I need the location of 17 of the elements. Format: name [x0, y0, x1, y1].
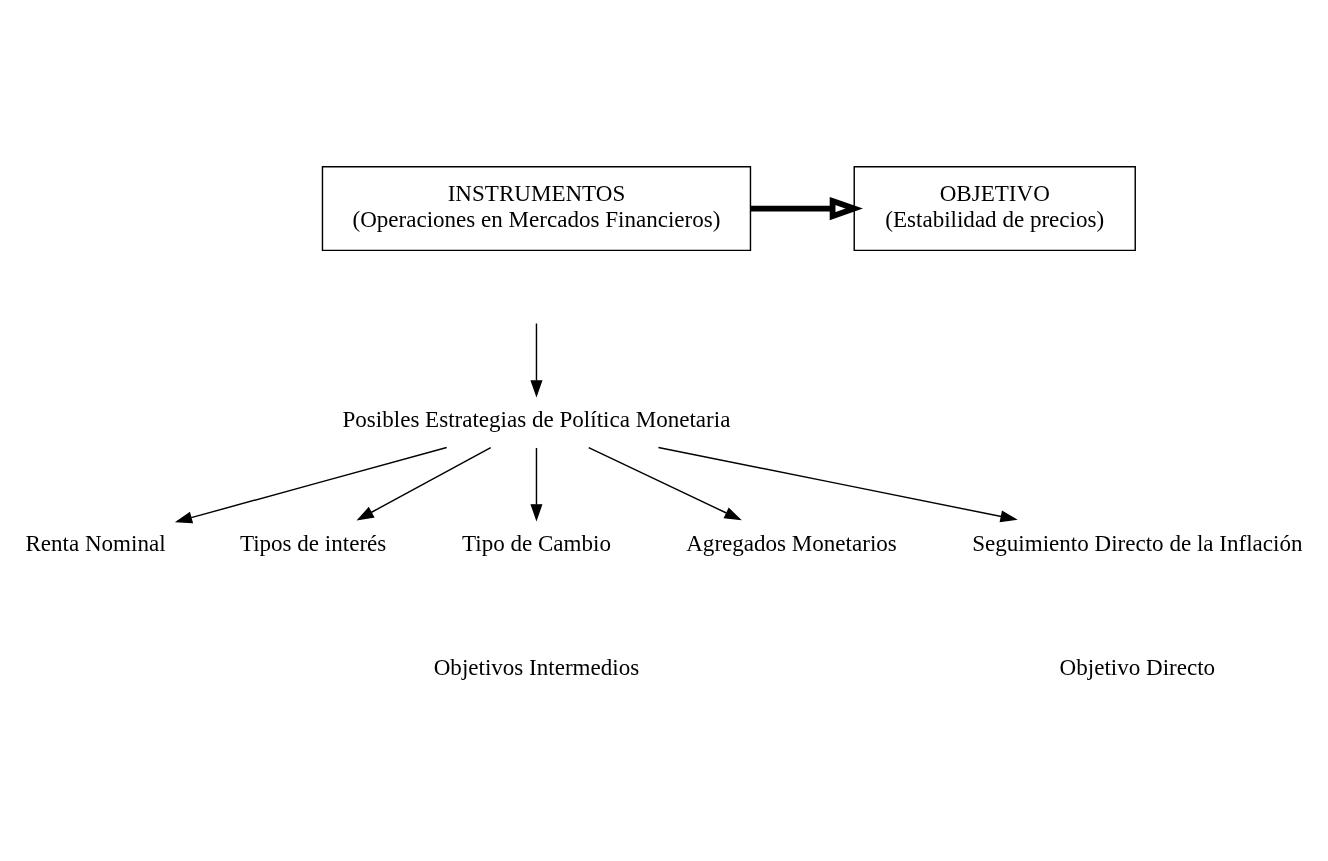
arrow	[750, 196, 863, 220]
node-text: Tipos de interés	[239, 529, 387, 556]
node-text: Renta Nominal	[25, 529, 166, 556]
arrow	[588, 446, 742, 520]
node-text: Tipo de Cambio	[461, 529, 611, 556]
label: Objetivo Directo	[1059, 653, 1216, 680]
node-box: OBJETIVO (Estabilidad de precios)	[853, 165, 1136, 251]
arrow	[356, 446, 492, 520]
node-box: INSTRUMENTOS (Operaciones en Mercados Financieros)	[321, 165, 752, 251]
label: Objetivos Intermedios	[433, 653, 640, 680]
arrow	[657, 446, 1018, 522]
node-text: Seguimiento Directo de la Inflación	[972, 529, 1303, 556]
arrow	[530, 446, 543, 521]
arrow	[530, 322, 543, 397]
arrow	[174, 446, 448, 523]
node-text: Posibles Estrategias de Política Monetaria	[342, 405, 731, 432]
node-text: Agregados Monetarios	[686, 529, 897, 556]
